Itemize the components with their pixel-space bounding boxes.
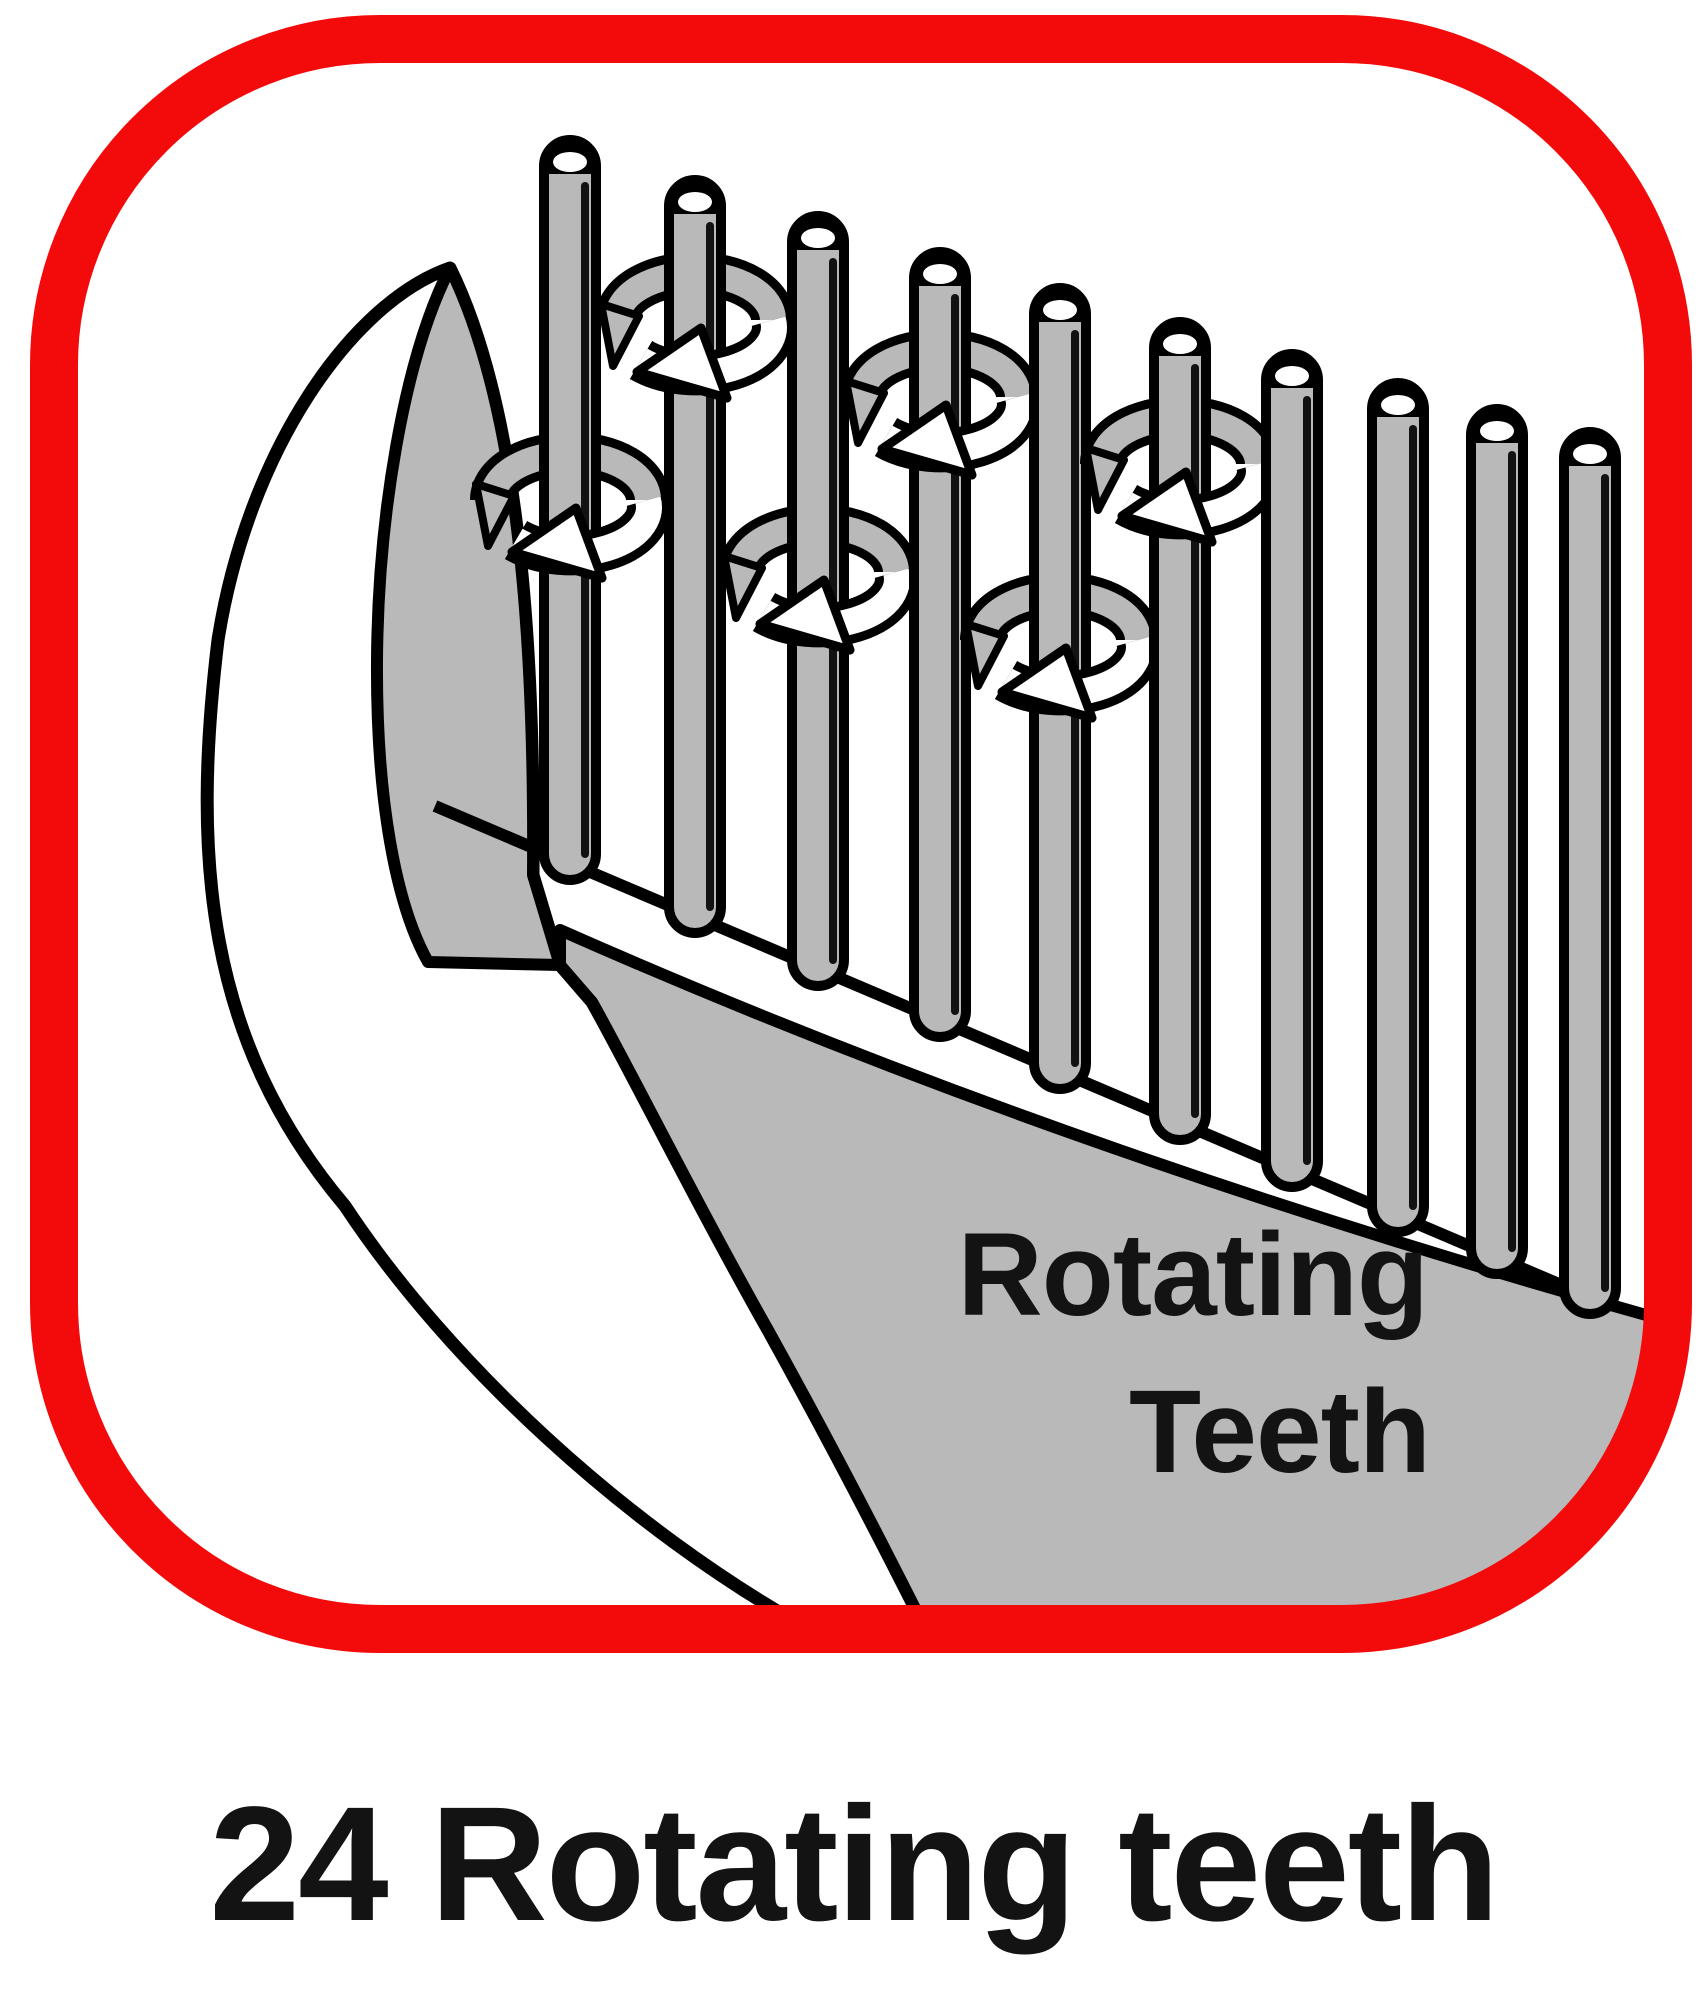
rotation-arrow-icon-front — [1114, 458, 1281, 547]
tooth-pin — [1559, 427, 1621, 1319]
caption-text: 24 Rotating teeth — [209, 1772, 1499, 1955]
tooth-pin — [1367, 378, 1429, 1237]
tooth-pin — [1466, 404, 1528, 1279]
rotation-arrow-icon-front — [629, 314, 796, 403]
rotation-arrow-icon-front — [874, 391, 1041, 480]
red-rounded-frame — [30, 15, 1692, 1653]
rotation-arrow-icon-front — [504, 494, 671, 583]
teeth-group — [470, 135, 1621, 1319]
tooth-pin — [1261, 349, 1323, 1192]
rotation-arrow-icon-front — [994, 634, 1161, 723]
rotation-arrow-icon-front — [752, 566, 919, 655]
